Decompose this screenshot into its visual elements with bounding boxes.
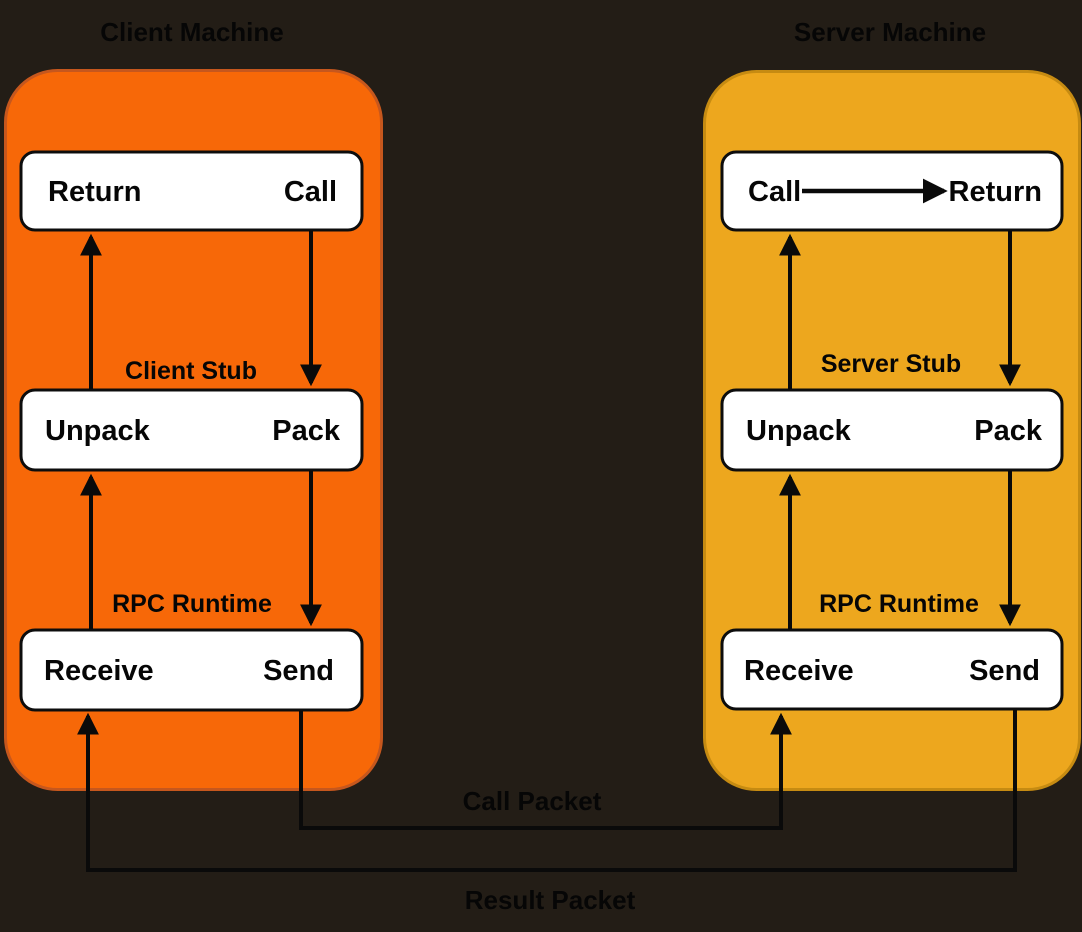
client-rpc-runtime-label: RPC Runtime (112, 590, 272, 618)
server-receive-label: Receive (744, 655, 854, 687)
server-stub-box (720, 388, 1064, 472)
result-packet-label: Result Packet (465, 885, 636, 915)
server-send-label: Send (969, 655, 1040, 687)
server-call-label: Call (748, 176, 801, 208)
client-layer-boxes (19, 150, 364, 712)
server-rpc-runtime-label: RPC Runtime (819, 590, 979, 618)
client-stub-label: Client Stub (125, 357, 257, 385)
client-return-label: Return (48, 176, 141, 208)
client-user-box (19, 150, 364, 232)
result-packet-path (77, 710, 1017, 872)
client-send-label: Send (263, 655, 334, 687)
server-return-label: Return (949, 176, 1042, 208)
client-stub-box (19, 388, 364, 472)
client-pack-label: Pack (272, 415, 341, 447)
server-machine-title: Server Machine (794, 17, 986, 47)
client-rpc-runtime-box (19, 628, 364, 712)
server-rpc-runtime-box (720, 628, 1064, 711)
server-pack-label: Pack (974, 415, 1043, 447)
server-stub-label: Server Stub (821, 350, 961, 378)
call-packet-path (299, 711, 792, 830)
client-unpack-label: Unpack (45, 415, 151, 447)
call-packet-label: Call Packet (463, 786, 602, 816)
client-receive-label: Receive (44, 655, 154, 687)
client-machine-title: Client Machine (100, 17, 283, 47)
connector-lines (77, 178, 1021, 872)
diagram-text: Client Machine Server Machine Return Cal… (44, 17, 1043, 915)
client-call-label: Call (284, 176, 337, 208)
server-unpack-label: Unpack (746, 415, 852, 447)
